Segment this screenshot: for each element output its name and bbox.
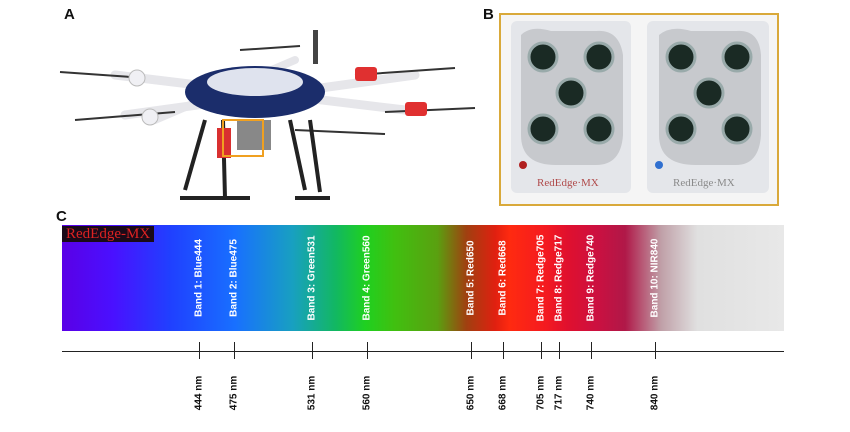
band-label-6: Band 6: Red668 [497, 240, 509, 316]
tick-1 [199, 342, 200, 359]
band-label-8: Band 8: Redge717 [553, 234, 565, 322]
tick-label-3: 531 nm [306, 375, 318, 411]
tick-label-6: 668 nm [497, 375, 509, 411]
tick-6 [503, 342, 504, 359]
tick-5 [471, 342, 472, 359]
tick-7 [541, 342, 542, 359]
drone-photo [55, 20, 485, 210]
tick-label-1: 444 nm [193, 375, 205, 411]
tick-label-8: 717 nm [553, 375, 565, 411]
band-label-9: Band 9: Redge740 [585, 234, 597, 322]
tick-9 [591, 342, 592, 359]
camera-photo: RedEdge·MX RedEdge·MX [499, 13, 779, 206]
camera-right-brand: RedEdge·MX [673, 177, 735, 189]
camera-highlight-box [222, 119, 264, 157]
tick-10 [655, 342, 656, 359]
motor-caps [128, 67, 427, 126]
tick-8 [559, 342, 560, 359]
tick-3 [312, 342, 313, 359]
tick-4 [367, 342, 368, 359]
band-label-10: Band 10: NIR840 [649, 238, 661, 318]
panel-label-c: C [56, 208, 67, 225]
tick-2 [234, 342, 235, 359]
camera-left-brand: RedEdge·MX [537, 177, 599, 189]
rededge-logo: RedEdge-MX [62, 226, 155, 242]
spectrum-bar: Band 1: Blue444 Band 2: Blue475 Band 3: Gr… [62, 225, 784, 331]
camera-right [647, 21, 769, 193]
band-label-5: Band 5: Red650 [465, 240, 477, 316]
panel-label-b: B [483, 6, 494, 23]
tick-label-9: 740 nm [585, 375, 597, 411]
camera-left [511, 21, 631, 193]
tick-label-10: 840 nm [649, 375, 661, 411]
band-label-1: Band 1: Blue444 [193, 239, 205, 317]
tick-label-7: 705 nm [535, 375, 547, 411]
tick-label-4: 560 nm [361, 375, 373, 411]
band-label-3: Band 3: Green531 [306, 235, 318, 321]
panel-label-a: A [64, 6, 75, 23]
tick-label-5: 650 nm [465, 375, 477, 411]
band-label-7: Band 7: Redge705 [535, 234, 547, 322]
wavelength-axis [62, 351, 784, 352]
tick-label-2: 475 nm [228, 375, 240, 411]
band-label-2: Band 2: Blue475 [228, 239, 240, 317]
band-label-4: Band 4: Green560 [361, 235, 373, 321]
